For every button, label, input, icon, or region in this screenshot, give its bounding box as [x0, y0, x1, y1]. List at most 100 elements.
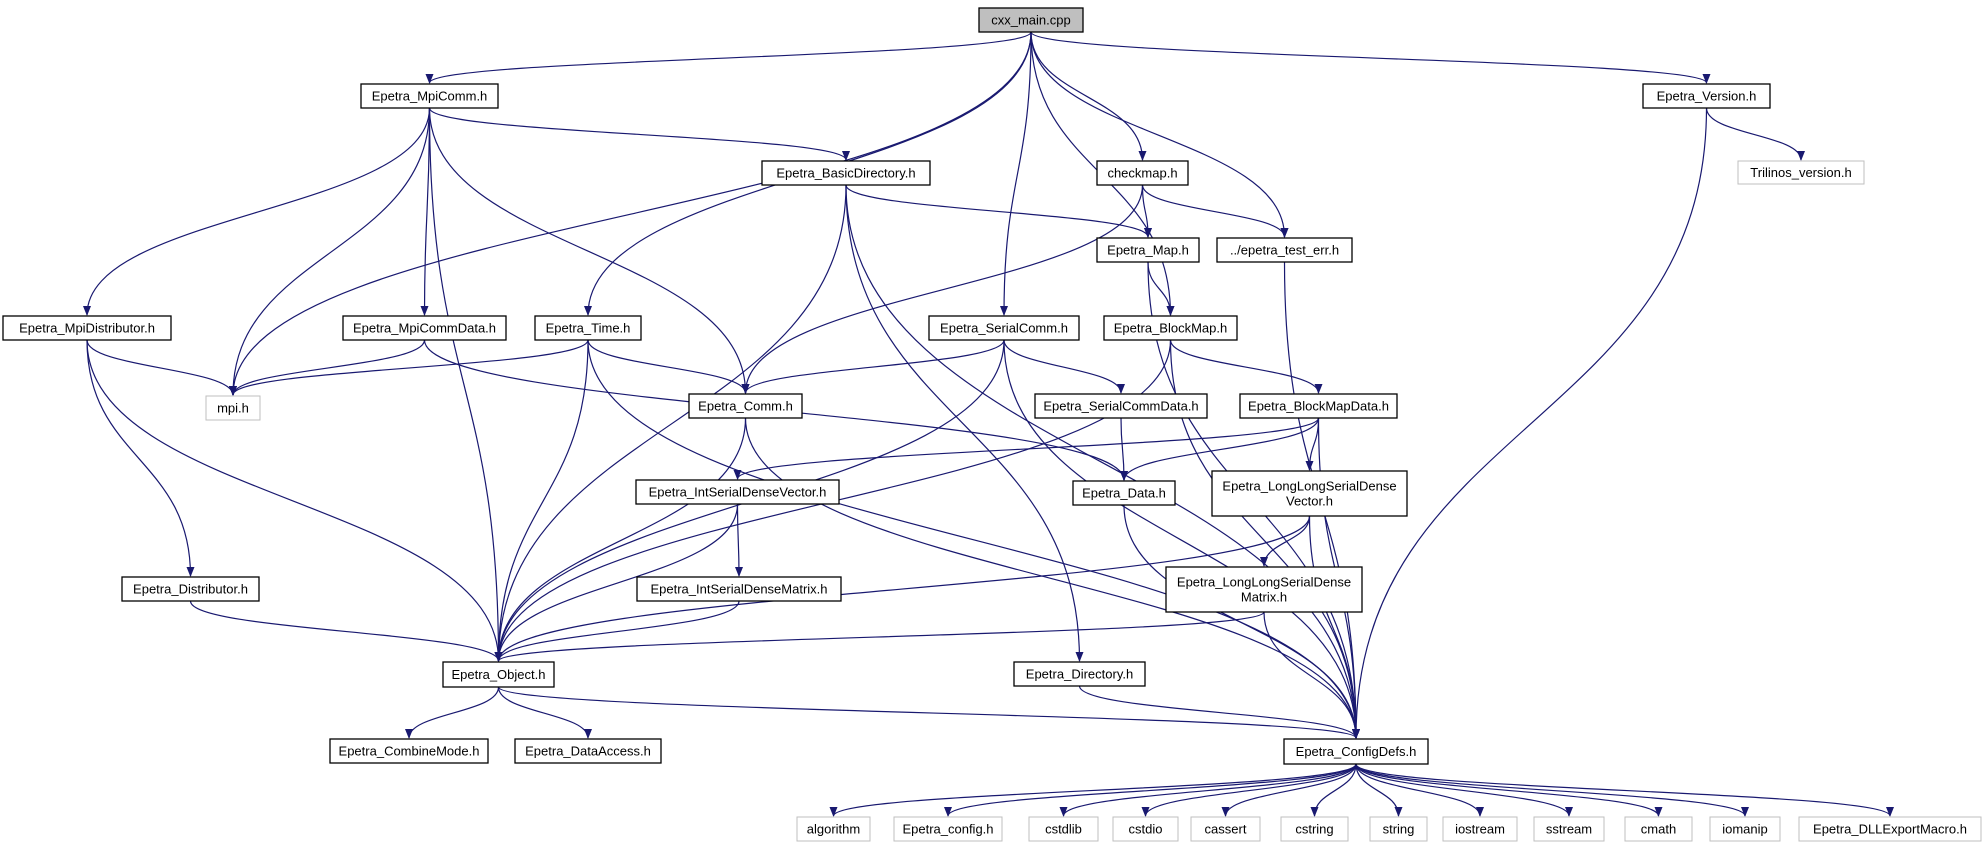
node-label: checkmap.h — [1107, 166, 1177, 181]
node-box — [1072, 480, 1176, 506]
edge-epetra-config-defs-to-epetra-config — [944, 763, 1357, 817]
edge-epetra-int-serial-dense-vector-to-epetra-int-serial-dense-matrix — [734, 503, 743, 577]
node-label: Epetra_LongLongSerialDense — [1177, 575, 1351, 590]
edge-layer — [83, 31, 1894, 817]
node-label: Epetra_CombineMode.h — [339, 744, 480, 759]
node-label: Epetra_MpiComm.h — [372, 89, 488, 104]
node-box — [360, 83, 499, 109]
edge-cxx-main-to-mpi — [229, 31, 1032, 396]
node-label: algorithm — [807, 822, 860, 837]
node-label: cstring — [1295, 822, 1333, 837]
node-epetra-combine-mode[interactable]: Epetra_CombineMode.h — [329, 738, 489, 764]
node-box — [928, 315, 1080, 341]
edge-epetra-version-to-epetra-config-defs — [1352, 107, 1708, 739]
node-box — [342, 315, 507, 341]
node-cstdio: cstdio — [1112, 816, 1179, 842]
node-box — [1165, 566, 1363, 613]
edge-epetra-block-map-to-epetra-block-map-data — [1169, 339, 1323, 394]
edge-epetra-serial-comm-data-to-epetra-data — [1119, 417, 1128, 481]
node-checkmap[interactable]: checkmap.h — [1096, 160, 1189, 186]
node-epetra-object[interactable]: Epetra_Object.h — [442, 661, 555, 688]
node-epetra-version[interactable]: Epetra_Version.h — [1642, 83, 1771, 109]
node-epetra-test-err[interactable]: ../epetra_test_err.h — [1216, 237, 1353, 263]
node-label: cxx_main.cpp — [991, 13, 1070, 28]
node-epetra-serial-comm-data[interactable]: Epetra_SerialCommData.h — [1034, 393, 1208, 419]
node-label: cstdlib — [1045, 822, 1082, 837]
edge-epetra-mpi-comm-to-mpi — [229, 107, 431, 396]
node-box — [1112, 816, 1179, 842]
node-label: Epetra_Data.h — [1082, 486, 1166, 501]
edge-epetra-config-defs-to-iostream — [1355, 763, 1484, 817]
node-label: Epetra_IntSerialDenseMatrix.h — [650, 582, 827, 597]
node-epetra-distributor[interactable]: Epetra_Distributor.h — [121, 576, 260, 602]
node-epetra-time[interactable]: Epetra_Time.h — [534, 315, 642, 341]
edge-epetra-config-defs-to-sstream — [1355, 763, 1573, 817]
edge-epetra-basic-directory-to-epetra-directory — [845, 184, 1084, 662]
node-algorithm: algorithm — [796, 816, 871, 842]
node-epetra-data-access[interactable]: Epetra_DataAccess.h — [514, 738, 662, 764]
node-epetra-dllexport-macro: Epetra_DLLExportMacro.h — [1798, 816, 1982, 842]
node-label: Epetra_Map.h — [1107, 243, 1189, 258]
node-box — [1283, 738, 1429, 765]
node-label: Epetra_Version.h — [1657, 89, 1757, 104]
edge-epetra-block-map-data-to-epetra-data — [1120, 417, 1320, 481]
node-epetra-int-serial-dense-matrix[interactable]: Epetra_IntSerialDenseMatrix.h — [636, 576, 842, 602]
edge-epetra-time-to-mpi — [229, 339, 589, 396]
node-epetra-mpi-comm-data[interactable]: Epetra_MpiCommData.h — [342, 315, 507, 341]
node-epetra-block-map-data[interactable]: Epetra_BlockMapData.h — [1239, 393, 1398, 419]
edge-epetra-mpi-distributor-to-epetra-object — [86, 339, 503, 662]
node-label: Epetra_MpiDistributor.h — [19, 321, 155, 336]
node-box — [1533, 816, 1605, 842]
edge-epetra-object-to-epetra-combine-mode — [405, 686, 500, 739]
node-epetra-map[interactable]: Epetra_Map.h — [1096, 237, 1200, 263]
node-box — [796, 816, 871, 842]
node-box — [1798, 816, 1982, 842]
node-box — [1211, 470, 1408, 517]
node-epetra-config-defs[interactable]: Epetra_ConfigDefs.h — [1283, 738, 1429, 765]
edge-epetra-long-long-serial-dense-matrix-to-epetra-object — [494, 611, 1265, 662]
edge-epetra-object-to-epetra-config-defs — [497, 686, 1360, 739]
node-box — [1096, 160, 1189, 186]
node-label: string — [1383, 822, 1415, 837]
node-box — [761, 160, 931, 186]
node-box — [121, 576, 260, 602]
edge-epetra-config-defs-to-algorithm — [829, 763, 1357, 817]
node-label: Epetra_IntSerialDenseVector.h — [649, 485, 827, 500]
node-label: Vector.h — [1286, 494, 1333, 509]
edge-epetra-long-long-serial-dense-vector-to-epetra-config-defs — [1308, 515, 1360, 739]
edge-epetra-mpi-comm-to-epetra-object — [428, 107, 503, 662]
edge-epetra-distributor-to-epetra-object — [189, 600, 503, 662]
node-cstdlib: cstdlib — [1028, 816, 1099, 842]
edge-cxx-main-to-epetra-serial-comm — [1000, 31, 1032, 316]
node-cxx-main[interactable]: cxx_main.cpp — [978, 7, 1084, 33]
node-epetra-comm[interactable]: Epetra_Comm.h — [688, 393, 803, 419]
node-epetra-int-serial-dense-vector[interactable]: Epetra_IntSerialDenseVector.h — [635, 479, 840, 505]
node-box — [1709, 816, 1781, 842]
node-label: ../epetra_test_err.h — [1230, 243, 1339, 258]
node-label: Epetra_Distributor.h — [133, 582, 248, 597]
node-epetra-serial-comm[interactable]: Epetra_SerialComm.h — [928, 315, 1080, 341]
node-label: Epetra_SerialCommData.h — [1043, 399, 1198, 414]
node-label: Matrix.h — [1241, 590, 1287, 605]
node-label: Epetra_SerialComm.h — [940, 321, 1068, 336]
node-label: Epetra_config.h — [902, 822, 993, 837]
edge-epetra-serial-comm-to-epetra-comm — [741, 339, 1005, 394]
edge-epetra-mpi-comm-to-epetra-comm — [428, 107, 750, 394]
node-epetra-config: Epetra_config.h — [893, 816, 1003, 842]
edge-checkmap-to-epetra-comm — [741, 184, 1144, 394]
node-box — [1239, 393, 1398, 419]
node-epetra-block-map[interactable]: Epetra_BlockMap.h — [1103, 315, 1238, 341]
node-epetra-mpi-distributor[interactable]: Epetra_MpiDistributor.h — [2, 315, 172, 341]
edge-cxx-main-to-epetra-mpi-comm — [425, 31, 1032, 84]
node-box — [978, 7, 1084, 33]
node-box — [1103, 315, 1238, 341]
node-epetra-basic-directory[interactable]: Epetra_BasicDirectory.h — [761, 160, 931, 186]
edge-cxx-main-to-checkmap — [1030, 31, 1147, 161]
node-epetra-mpi-comm[interactable]: Epetra_MpiComm.h — [360, 83, 499, 109]
node-epetra-directory[interactable]: Epetra_Directory.h — [1013, 661, 1146, 687]
node-epetra-data[interactable]: Epetra_Data.h — [1072, 480, 1176, 506]
node-box — [1028, 816, 1099, 842]
